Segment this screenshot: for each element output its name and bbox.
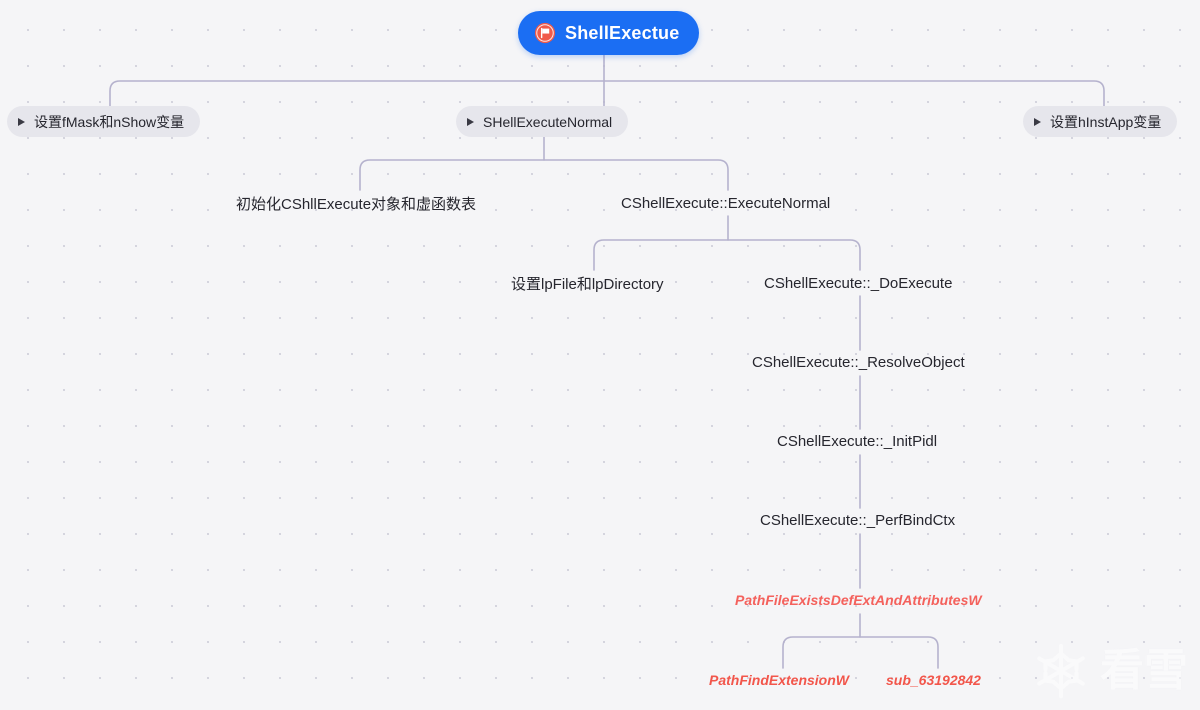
node-label: CShellExecute::_PerfBindCtx [760, 511, 956, 529]
node-label: CShellExecute::_DoExecute [764, 274, 953, 292]
node-label: 设置hInstApp变量 [1050, 113, 1162, 130]
node-perfbindctx[interactable]: CShellExecute::_PerfBindCtx [760, 507, 955, 533]
snowflake-icon [1037, 643, 1085, 699]
node-sub-63192842[interactable]: sub_63192842 [886, 667, 981, 693]
node-label: sub_63192842 [886, 672, 981, 688]
node-executenormal[interactable]: CShellExecute::ExecuteNormal [621, 190, 830, 216]
node-pathfindextensionw[interactable]: PathFindExtensionW [709, 667, 849, 693]
watermark-text: 看雪 [1100, 646, 1188, 695]
node-label: CShellExecute::ExecuteNormal [621, 194, 831, 212]
node-set-hinstapp[interactable]: 设置hInstApp变量 [1023, 106, 1178, 137]
node-resolveobject[interactable]: CShellExecute::_ResolveObject [752, 349, 965, 375]
node-label: 设置lpFile和lpDirectory [511, 275, 664, 293]
node-label: CShellExecute::_InitPidl [777, 432, 938, 450]
node-label: CShellExecute::_ResolveObject [752, 353, 965, 371]
root-node-label: ShellExectue [565, 22, 680, 43]
node-set-fmask-nshow[interactable]: 设置fMask和nShow变量 [7, 106, 201, 137]
node-label: 设置fMask和nShow变量 [34, 113, 185, 130]
root-node-shellexectue[interactable]: ShellExectue [518, 11, 700, 55]
node-pathfileexistsdefextandattributesw[interactable]: PathFileExistsDefExtAndAttributesW [735, 587, 982, 613]
node-label: SHellExecuteNormal [483, 113, 613, 130]
watermark: 看雪 [1030, 640, 1188, 702]
node-doexecute[interactable]: CShellExecute::_DoExecute [764, 270, 952, 296]
node-initpidl[interactable]: CShellExecute::_InitPidl [777, 428, 937, 454]
collapse-triangle-icon[interactable] [18, 117, 25, 126]
node-init-cshllexecute[interactable]: 初始化CShllExecute对象和虚函数表 [236, 190, 476, 216]
collapse-triangle-icon[interactable] [1034, 117, 1041, 126]
node-label: PathFileExistsDefExtAndAttributesW [735, 592, 982, 608]
flag-circle-icon [534, 22, 556, 44]
node-shellexecutenormal[interactable]: SHellExecuteNormal [456, 106, 629, 137]
node-set-lpfile-lpdirectory[interactable]: 设置lpFile和lpDirectory [511, 270, 664, 296]
node-label: 初始化CShllExecute对象和虚函数表 [236, 195, 477, 213]
collapse-triangle-icon[interactable] [467, 117, 474, 126]
node-label: PathFindExtensionW [709, 672, 849, 688]
